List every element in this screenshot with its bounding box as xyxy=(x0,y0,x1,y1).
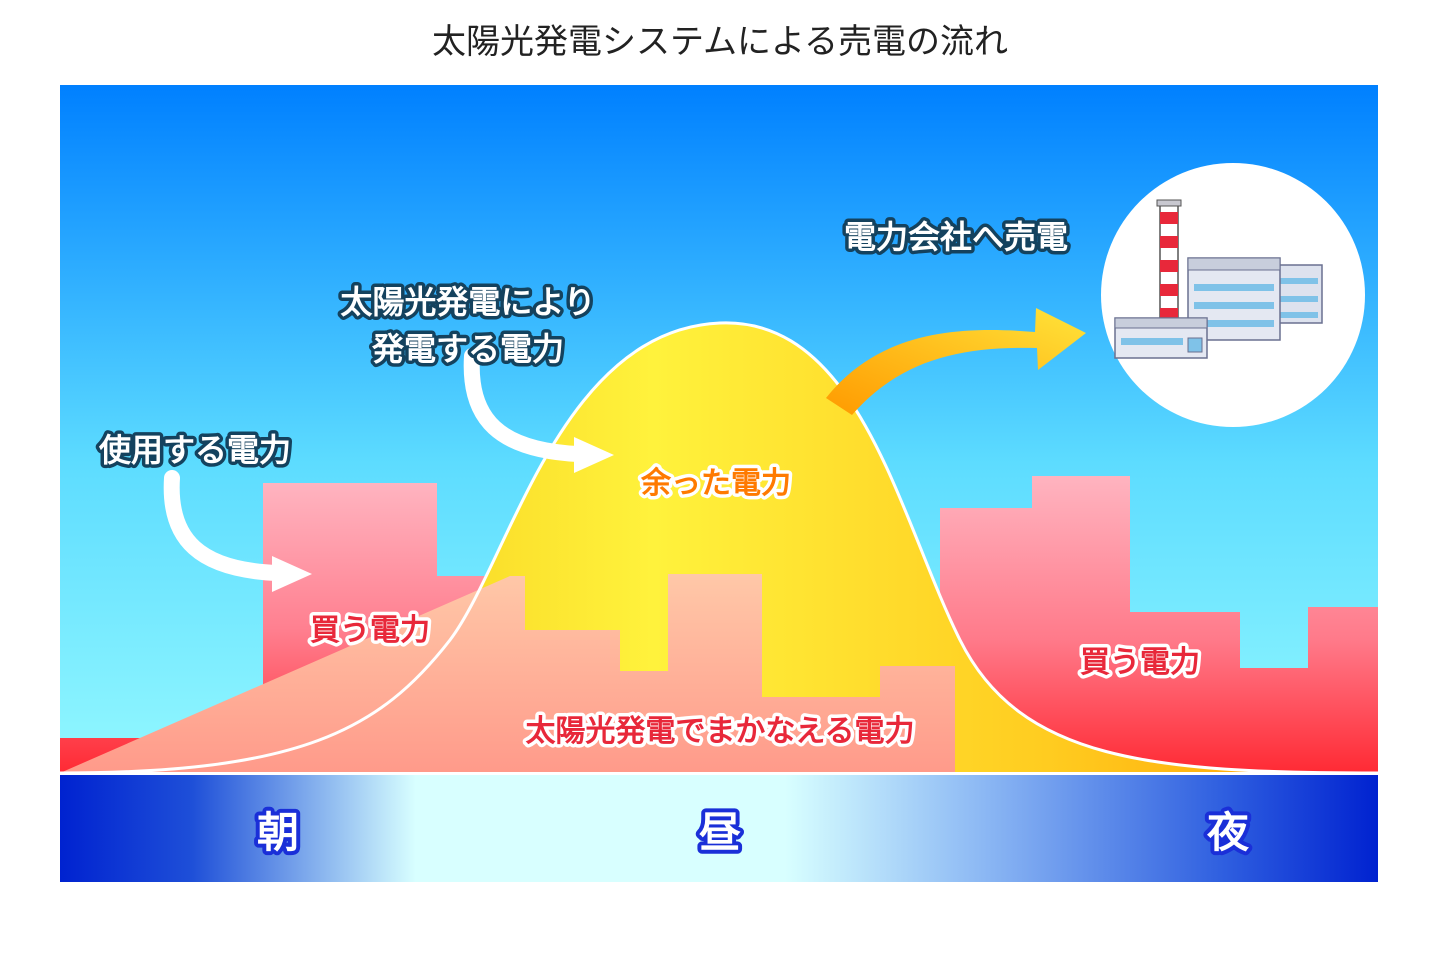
time-label-noon: 昼 xyxy=(699,808,741,857)
solar-covered-area xyxy=(60,574,955,773)
label-surplus-power: 余った電力 xyxy=(640,466,791,501)
time-label-night: 夜 xyxy=(1206,808,1250,857)
label-buy-power-right: 買う電力 xyxy=(1080,645,1200,680)
label-used-power: 使用する電力 xyxy=(98,431,291,469)
solar-generation-curve xyxy=(60,321,1378,773)
label-buy-power-left: 買う電力 xyxy=(310,613,430,648)
page-title: 太陽光発電システムによる売電の流れ xyxy=(432,22,1008,62)
consumption-area-night xyxy=(940,476,1378,773)
solar-generation-hill xyxy=(60,322,1378,773)
label-solar-covered-power: 太陽光発電でまかなえる電力 xyxy=(525,714,914,749)
sell-arrow xyxy=(826,308,1086,415)
label-generated-power-line1: 太陽光発電により xyxy=(340,283,595,321)
time-band xyxy=(60,775,1378,882)
power-company-illustration xyxy=(1101,163,1365,427)
label-sell-to-company: 電力会社へ売電 xyxy=(844,218,1068,256)
chart-baseline xyxy=(60,772,1378,775)
arrow-generated-power xyxy=(463,348,614,473)
time-label-morning: 朝 xyxy=(257,808,299,857)
arrow-used-power xyxy=(163,470,312,592)
label-generated-power-line2: 発電する電力 xyxy=(371,330,564,368)
